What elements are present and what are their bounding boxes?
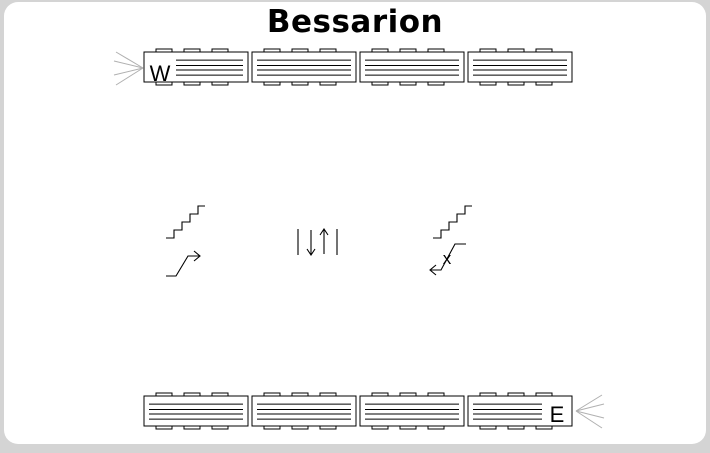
train-car [359,392,465,430]
train-car [467,392,573,430]
train-lights-icon [113,51,144,86]
platform-label-west: W [150,61,171,86]
escalator-up-icon [166,205,205,277]
train-car [467,48,573,86]
train-car [143,392,249,430]
station-panel [4,2,706,444]
crossing-marker: x [443,249,452,268]
platform-label-east: E [550,402,565,427]
train-car [359,48,465,86]
train-west [143,48,573,86]
train-lights-icon [575,394,605,429]
escalator-down-crossed-icon [429,205,472,276]
elevator-icon [297,228,338,256]
station-title: Bessarion [266,4,444,40]
train-car [143,48,249,86]
train-car [251,48,357,86]
train-car [251,392,357,430]
train-east [143,392,573,430]
